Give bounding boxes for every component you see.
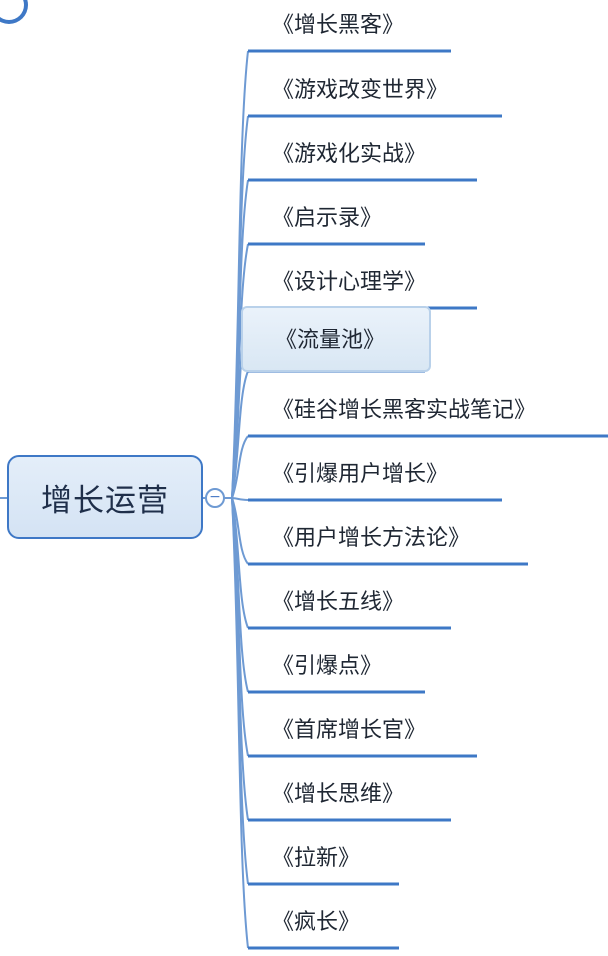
branch-node[interactable]: 《引爆用户增长》 [272, 455, 448, 495]
branch-connector [231, 497, 249, 949]
branch-node[interactable]: 《增长黑客》 [272, 6, 404, 46]
branch-node[interactable]: 《游戏改变世界》 [272, 71, 448, 111]
branch-connector [231, 370, 249, 499]
branch-node[interactable]: 《引爆点》 [272, 647, 382, 687]
branch-node-label: 《用户增长方法论》 [272, 526, 471, 551]
branch-node[interactable]: 《疯长》 [272, 903, 360, 943]
branch-connector [231, 497, 249, 501]
branch-node-label: 《引爆用户增长》 [272, 462, 449, 487]
branch-node-label: 《疯长》 [272, 910, 361, 935]
offscreen-node-edge [0, 0, 28, 24]
branch-node[interactable]: 《拉新》 [272, 839, 360, 879]
branch-node-label: 《流量池》 [275, 328, 386, 353]
branch-node[interactable]: 《设计心理学》 [272, 263, 426, 303]
branch-node-label: 《启示录》 [272, 206, 383, 231]
root-node-label: 增长运营 [41, 482, 169, 519]
branch-node-label: 《游戏化实战》 [272, 142, 427, 167]
branch-node[interactable]: 《增长五线》 [272, 583, 404, 623]
branch-node-label: 《设计心理学》 [272, 270, 427, 295]
branch-node[interactable]: 《增长思维》 [272, 775, 404, 815]
branch-node-label: 《拉新》 [272, 846, 361, 871]
branch-node[interactable]: 《游戏化实战》 [272, 135, 426, 175]
branch-node-selected[interactable]: 《流量池》 [241, 306, 431, 372]
branch-node-label: 《硅谷增长黑客实战笔记》 [272, 398, 537, 423]
collapse-toggle[interactable]: − [205, 488, 225, 508]
branch-node-label: 《游戏改变世界》 [272, 78, 449, 103]
branch-node[interactable]: 《硅谷增长黑客实战笔记》 [272, 391, 536, 431]
branch-node[interactable]: 《启示录》 [272, 199, 382, 239]
branch-node[interactable]: 《用户增长方法论》 [272, 519, 470, 559]
branch-node-label: 《首席增长官》 [272, 718, 427, 743]
root-node[interactable]: 增长运营 [7, 455, 203, 539]
branch-connector [231, 435, 249, 499]
branch-node-label: 《引爆点》 [272, 654, 383, 679]
branch-node-label: 《增长思维》 [272, 782, 405, 807]
branch-node-label: 《增长黑客》 [272, 13, 405, 38]
branch-node-label: 《增长五线》 [272, 590, 405, 615]
branch-node[interactable]: 《首席增长官》 [272, 711, 426, 751]
collapse-icon: − [209, 489, 221, 505]
